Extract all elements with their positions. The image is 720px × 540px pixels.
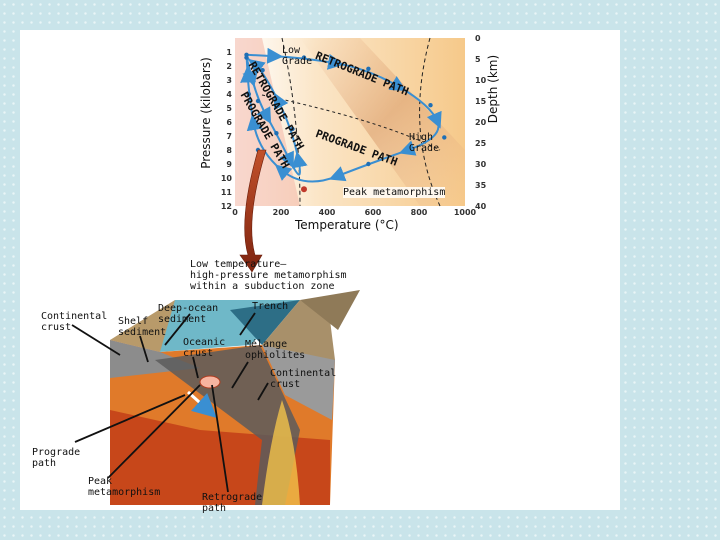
peak-point	[301, 186, 307, 193]
depth-tick-40: 40	[475, 202, 487, 211]
subduction-arrow	[239, 149, 267, 273]
depth-axis-title: Depth (km)	[486, 54, 501, 124]
continental-crust-left-label: Continental crust	[41, 311, 108, 333]
peak-metamorphism-label: Peak metamorphism	[343, 187, 446, 198]
oceanic-crust-label: Oceanic crust	[183, 337, 226, 359]
pt-point	[274, 131, 279, 136]
deep-ocean-label: Deep-ocean sediment	[158, 303, 219, 325]
pt-point	[290, 126, 295, 132]
trench-label: Trench	[252, 301, 289, 312]
pt-point	[244, 55, 249, 60]
depth-tick-35: 35	[475, 181, 487, 190]
depth-tick-5: 5	[475, 55, 481, 64]
depth-tick-15: 15	[475, 97, 487, 106]
pressure-tick-10: 10	[221, 174, 233, 183]
depth-tick-25: 25	[475, 139, 487, 148]
melange-label: Mélange ophiolites	[245, 339, 306, 361]
temperature-tick-600: 600	[365, 208, 382, 217]
low-temp-title: Low temperature– high-pressure metamorph…	[190, 259, 347, 292]
low-grade-label: Low Grade	[282, 45, 313, 67]
temperature-tick-800: 800	[411, 208, 428, 217]
depth-tick-30: 30	[475, 160, 487, 169]
block-diagram	[110, 290, 360, 505]
magma-plume	[262, 400, 300, 505]
pressure-tick-11: 11	[221, 188, 233, 197]
temperature-axis-title: Temperature (°C)	[295, 218, 399, 232]
prograde-path-label: Prograde path	[32, 447, 81, 469]
pressure-tick-5: 5	[226, 104, 232, 113]
temperature-tick-400: 400	[319, 208, 336, 217]
pressure-axis-title: Pressure (kilobars)	[198, 57, 213, 169]
slab	[155, 345, 300, 505]
peak-zone	[199, 375, 221, 389]
depth-tick-20: 20	[475, 118, 487, 127]
pressure-tick-8: 8	[226, 146, 232, 155]
pressure-tick-12: 12	[221, 202, 232, 211]
high-grade-label: High Grade	[409, 132, 440, 154]
pressure-tick-9: 9	[226, 160, 232, 169]
pressure-tick-4: 4	[226, 90, 232, 99]
temperature-tick-0: 0	[232, 208, 238, 217]
front-crust-right	[262, 345, 335, 420]
pt-point	[442, 135, 447, 140]
land-surface-right-2	[300, 290, 360, 330]
pressure-tick-7: 7	[226, 132, 232, 141]
temperature-tick-200: 200	[273, 208, 290, 217]
peak-metamorphism-block-label: Peak metamorphism	[88, 476, 161, 498]
retrograde-path-label: Retrograde path	[202, 492, 263, 514]
shelf-sediment-label: Shelf sediment	[118, 316, 167, 338]
pt-point	[366, 161, 371, 167]
pt-point	[428, 103, 433, 108]
trench-surface	[230, 300, 300, 345]
pt-paths	[240, 47, 447, 193]
pt-point	[255, 98, 261, 104]
pt-point	[260, 68, 265, 73]
pressure-tick-3: 3	[226, 76, 232, 85]
depth-tick-0: 0	[475, 34, 481, 43]
pressure-tick-2: 2	[226, 62, 232, 71]
temperature-tick-1000: 1000	[454, 208, 477, 217]
pt-point	[366, 66, 371, 72]
depth-tick-10: 10	[475, 76, 487, 85]
pressure-tick-6: 6	[226, 118, 232, 127]
leader-lines	[71, 312, 269, 493]
pt-path-2	[242, 56, 308, 176]
pt-point	[301, 55, 307, 60]
continental-crust-right-label: Continental crust	[270, 368, 337, 390]
pressure-tick-1: 1	[226, 48, 232, 57]
